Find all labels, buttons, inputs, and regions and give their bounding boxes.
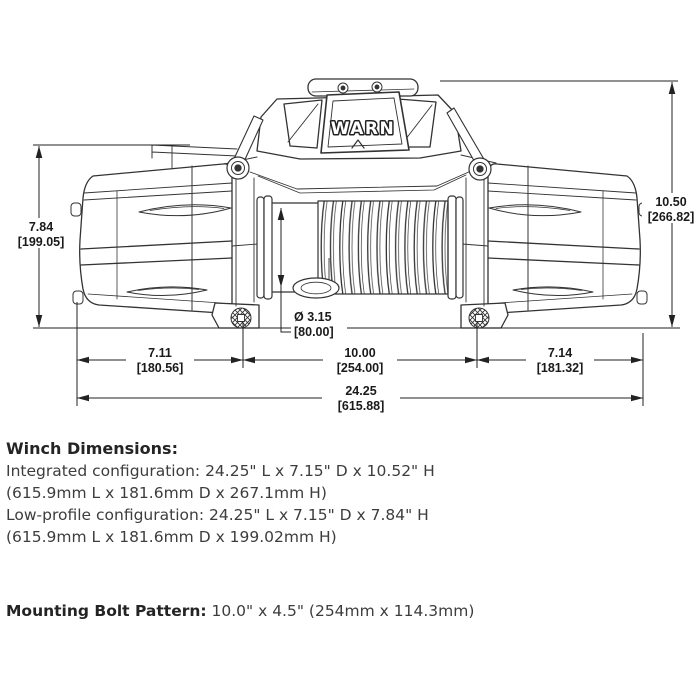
dim-right-section-mm: [181.32] (537, 361, 584, 375)
winch-technical-drawing: WARN 7.84 [199.05] 10.50 [ (10, 78, 700, 413)
control-pack: WARN (151, 78, 497, 194)
dim-left-section-in: 7.11 (148, 346, 172, 360)
low-profile-configuration-metric: (615.9mm L x 181.6mm D x 199.02mm H) (6, 528, 337, 546)
dim-overall-mm: [615.88] (338, 399, 385, 413)
dim-left-section-mm: [180.56] (137, 361, 184, 375)
dim-drum-diameter-in: Ø 3.15 (294, 310, 332, 324)
winch-dimensions-heading: Winch Dimensions: (6, 439, 178, 458)
dim-height-full-in: 10.50 (655, 195, 686, 209)
dimension-labels: 7.84 [199.05] 10.50 [266.82] 7.11 [180.5… (10, 193, 700, 413)
dim-height-low-mm: [199.05] (18, 235, 65, 249)
drum-boss (292, 277, 340, 299)
mounting-bolt-pattern-label: Mounting Bolt Pattern: (6, 602, 207, 620)
mounting-bolt-pattern-value: 10.0" x 4.5" (254mm x 114.3mm) (211, 602, 475, 620)
dim-drum-diameter-mm: [80.00] (294, 325, 334, 339)
left-wing-panel (283, 99, 323, 149)
dim-bolt-span-mm: [254.00] (337, 361, 384, 375)
low-profile-configuration-line: Low-profile configuration: 24.25" L x 7.… (6, 506, 429, 524)
rope-drum (256, 195, 464, 300)
warn-logo-text: WARN (331, 119, 395, 139)
dim-height-low-in: 7.84 (29, 220, 53, 234)
dim-right-section-in: 7.14 (548, 346, 572, 360)
mounting-bolt-pattern-line: Mounting Bolt Pattern: 10.0" x 4.5" (254… (6, 600, 686, 622)
dim-overall-in: 24.25 (345, 384, 376, 398)
clutch-rails (151, 144, 238, 159)
warn-logo-plate (320, 91, 410, 154)
right-gear-housing (460, 163, 650, 329)
spec-text-block: Winch Dimensions: Integrated configurati… (6, 438, 686, 622)
integrated-configuration-metric: (615.9mm L x 181.6mm D x 267.1mm H) (6, 484, 327, 502)
rope-coils (317, 200, 449, 295)
integrated-configuration-line: Integrated configuration: 24.25" L x 7.1… (6, 462, 435, 480)
dim-height-full-mm: [266.82] (648, 210, 695, 224)
dim-bolt-span-in: 10.00 (344, 346, 375, 360)
left-motor-housing (70, 163, 260, 329)
